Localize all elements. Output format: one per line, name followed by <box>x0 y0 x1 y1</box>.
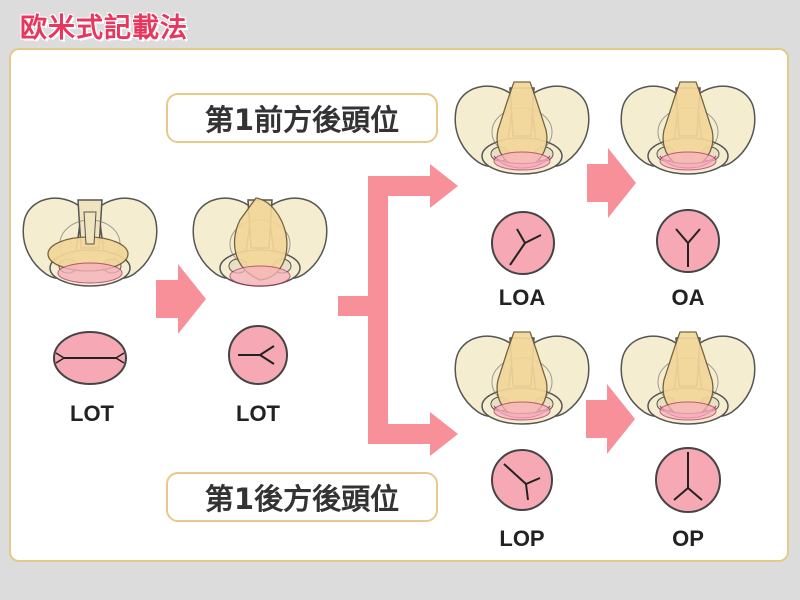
position-label-lot-2: LOT <box>236 401 280 426</box>
head-diagram-op <box>655 447 721 513</box>
pelvis-oa <box>620 81 756 175</box>
head-diagram-lot-2 <box>228 325 288 385</box>
head-diagram-lot-1 <box>53 331 127 385</box>
head-diagram-lop <box>491 449 553 511</box>
arrow-to-op <box>586 384 635 454</box>
position-label-lot-1: LOT <box>70 401 114 426</box>
label-anterior-occiput: 第1前方後頭位 <box>166 93 438 143</box>
arrow-to-oa <box>587 148 636 218</box>
head-diagram-oa <box>656 209 720 273</box>
pelvis-op <box>620 331 756 425</box>
branch-arrow <box>338 164 458 456</box>
pelvis-lot-2 <box>192 197 328 287</box>
label-posterior-occiput: 第1後方後頭位 <box>166 472 438 522</box>
position-label-op: OP <box>672 526 704 551</box>
pelvis-lot-1 <box>22 197 158 287</box>
head-diagram-loa <box>491 211 555 275</box>
position-label-loa: LOA <box>498 285 546 310</box>
arrow-step1 <box>156 264 206 334</box>
page-title: 欧米式記載法 <box>20 13 188 44</box>
pelvis-lop <box>454 331 590 425</box>
position-label-lop: LOP <box>499 526 545 551</box>
position-label-oa: OA <box>671 285 705 310</box>
pelvis-loa <box>454 81 590 175</box>
